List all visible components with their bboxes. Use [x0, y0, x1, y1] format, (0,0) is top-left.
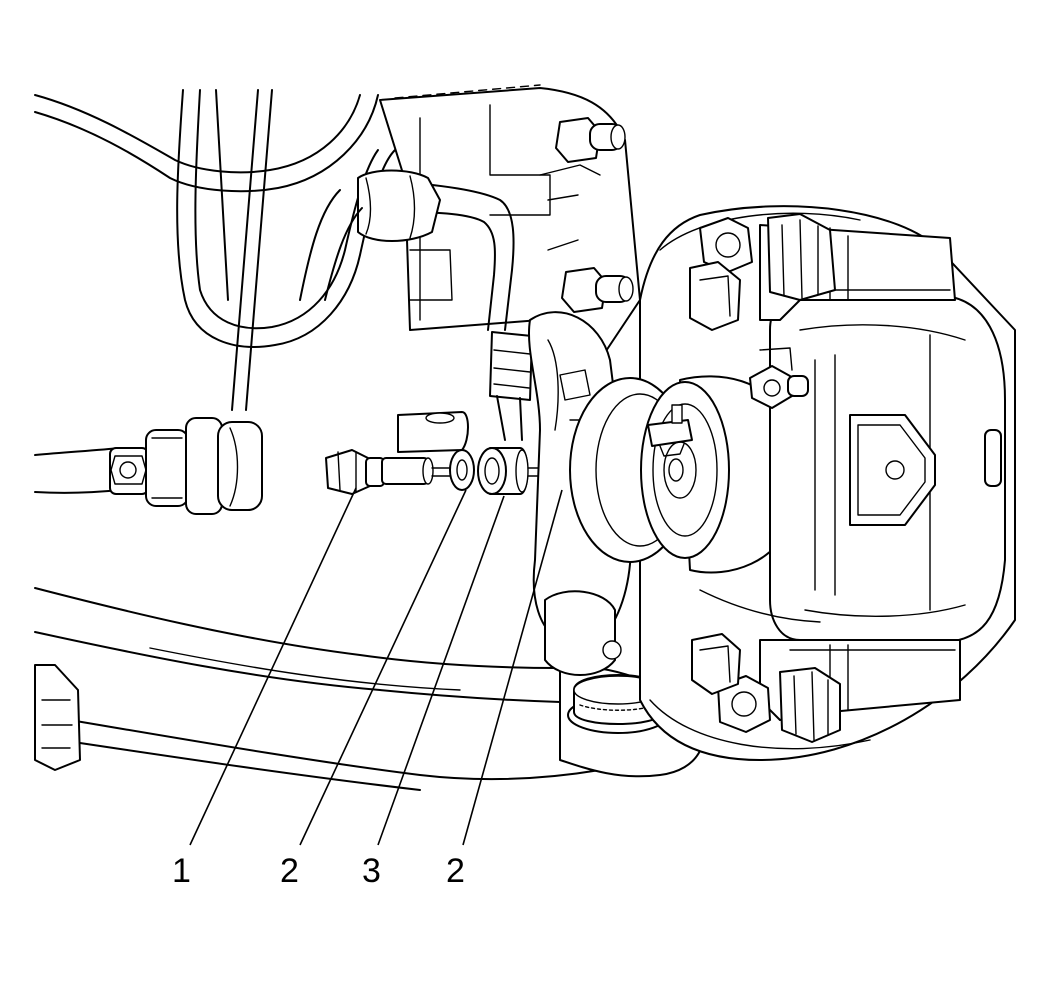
leader-lines — [189, 487, 563, 846]
lower-bolt — [561, 267, 634, 313]
upper-bolt — [555, 117, 626, 163]
leader-2b — [462, 489, 563, 846]
callout-2-left: 2 — [280, 852, 299, 890]
brake-hose — [299, 169, 533, 441]
wheel-hub — [569, 375, 791, 574]
leader-3 — [377, 495, 505, 846]
sealing-washer-left — [449, 449, 475, 491]
banjo-bolt — [325, 449, 434, 495]
leader-2a — [299, 489, 467, 846]
stabilizer-link — [34, 417, 263, 515]
callout-2-right: 2 — [446, 852, 465, 890]
callout-3: 3 — [362, 852, 381, 890]
brake-caliper — [749, 295, 1006, 643]
caliper-bracket-lower — [691, 589, 961, 743]
strut-bracket — [379, 84, 641, 361]
brake-line-loops — [34, 89, 396, 411]
caliper-bracket-upper — [689, 213, 956, 331]
callouts: 1 2 3 2 — [172, 852, 465, 890]
callout-1: 1 — [172, 852, 191, 890]
banjo-fitting — [477, 447, 529, 495]
leader-1 — [189, 487, 357, 846]
bleeder-valve — [749, 365, 809, 409]
